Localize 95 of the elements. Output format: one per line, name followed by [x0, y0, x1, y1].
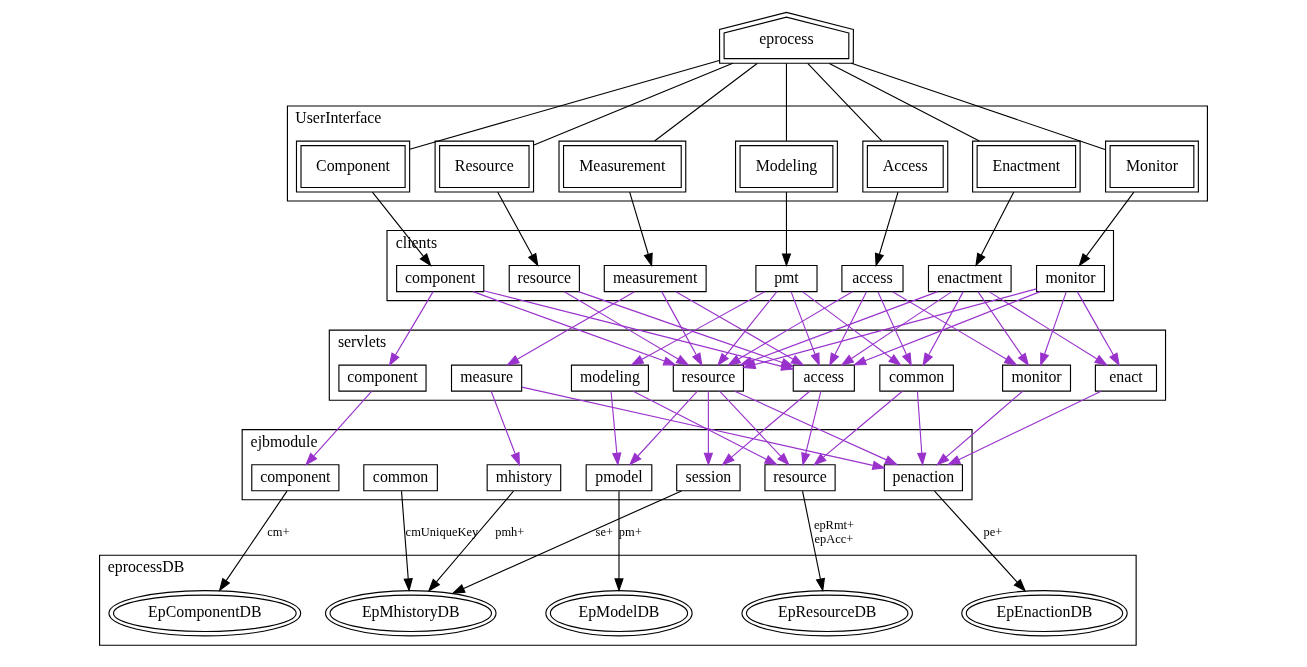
- node-box: access: [792, 364, 855, 392]
- node-box: Enactment: [972, 140, 1081, 193]
- edge-label: pe+: [983, 524, 1003, 539]
- arrow: [721, 390, 811, 466]
- arrow: [1076, 291, 1120, 367]
- arrow: [497, 191, 539, 267]
- connector: [785, 62, 788, 142]
- arrow: [852, 291, 1041, 366]
- arrow: [988, 291, 1109, 366]
- edge-label: se+: [595, 524, 613, 539]
- edge-label: cmUniqueKey: [405, 524, 479, 539]
- node-box: measurement: [603, 265, 707, 293]
- arrow: [661, 291, 703, 367]
- node-box: Resource: [434, 140, 535, 193]
- node-box: measure: [450, 364, 523, 392]
- arrow: [840, 291, 953, 366]
- arrow: [630, 291, 766, 366]
- arrow: [719, 390, 790, 466]
- arrow: [874, 191, 899, 267]
- arrow: [922, 291, 964, 367]
- node-box: component: [251, 464, 340, 492]
- arrow: [505, 291, 636, 366]
- node-box: Modeling: [734, 140, 838, 193]
- arrow: [400, 490, 413, 592]
- arrow: [801, 390, 822, 467]
- arrow: [610, 390, 622, 467]
- node-box: Access: [862, 140, 949, 193]
- node-ellipse: EpEnactionDB: [961, 590, 1128, 637]
- arrow: [1078, 191, 1135, 267]
- node-box: enact: [1094, 364, 1158, 392]
- node-box: monitor: [1002, 364, 1072, 392]
- arrow: [451, 490, 682, 594]
- node-ellipse: EpModelDB: [545, 590, 693, 637]
- arrow: [563, 291, 690, 366]
- connector: [807, 62, 883, 142]
- node-box: penaction: [883, 464, 963, 492]
- edge-label: epRmt+ epAcc+: [813, 518, 855, 546]
- arrow: [790, 291, 820, 367]
- node-box: enactment: [927, 265, 1012, 293]
- arrow: [472, 291, 677, 366]
- arrow: [371, 191, 432, 267]
- node-box: modeling: [570, 364, 649, 392]
- node-box: Monitor: [1105, 140, 1199, 193]
- arrow: [614, 490, 624, 592]
- arrow: [946, 390, 1102, 466]
- node-box: component: [338, 364, 427, 392]
- connector: [850, 62, 1106, 151]
- arrow: [388, 291, 434, 367]
- node-box: pmt: [755, 265, 818, 293]
- node-box: mhistory: [486, 464, 562, 492]
- arrow: [801, 490, 826, 592]
- node-box: resource: [508, 265, 580, 293]
- node-box: resource: [764, 464, 836, 492]
- node-ellipse: EpMhistoryDB: [324, 590, 497, 637]
- connector: [409, 59, 720, 150]
- node-box: pmodel: [585, 464, 653, 492]
- arrow: [632, 390, 779, 466]
- arrow: [1040, 291, 1067, 367]
- node-ellipse: EpComponentDB: [108, 590, 302, 637]
- node-box: common: [363, 464, 438, 492]
- node-box: Component: [295, 140, 411, 193]
- arrow: [877, 291, 912, 367]
- node-box: resource: [672, 364, 745, 392]
- arrow: [716, 291, 778, 367]
- arrow: [916, 390, 927, 467]
- arrow: [975, 191, 1015, 267]
- node-box: component: [396, 265, 485, 293]
- arrow: [734, 390, 899, 466]
- edge-label: cm+: [267, 524, 290, 539]
- arrow: [934, 490, 1027, 592]
- arrow: [628, 390, 698, 466]
- node-box: session: [676, 464, 741, 492]
- node-box: access: [841, 265, 904, 293]
- arrow: [427, 490, 515, 593]
- arrow: [703, 390, 714, 467]
- edge-label: pmh+: [495, 524, 525, 539]
- node-box: Measurement: [558, 140, 687, 193]
- connector: [533, 62, 734, 146]
- arrow: [892, 291, 1018, 366]
- connector: [654, 62, 758, 142]
- arrow: [218, 490, 288, 592]
- arrow: [629, 191, 653, 267]
- node-ellipse: EpResourceDB: [741, 590, 914, 637]
- arrow: [936, 390, 1024, 466]
- arrow: [781, 191, 792, 268]
- edge-label: pm+: [618, 524, 642, 539]
- arrow: [829, 291, 868, 367]
- arrow: [977, 291, 1030, 367]
- arrow: [801, 291, 902, 366]
- arrow: [521, 386, 886, 470]
- connector: [828, 62, 980, 142]
- arrow: [305, 390, 373, 466]
- node-box: common: [879, 364, 954, 392]
- arrow: [813, 390, 903, 466]
- node-box: monitor: [1036, 265, 1105, 293]
